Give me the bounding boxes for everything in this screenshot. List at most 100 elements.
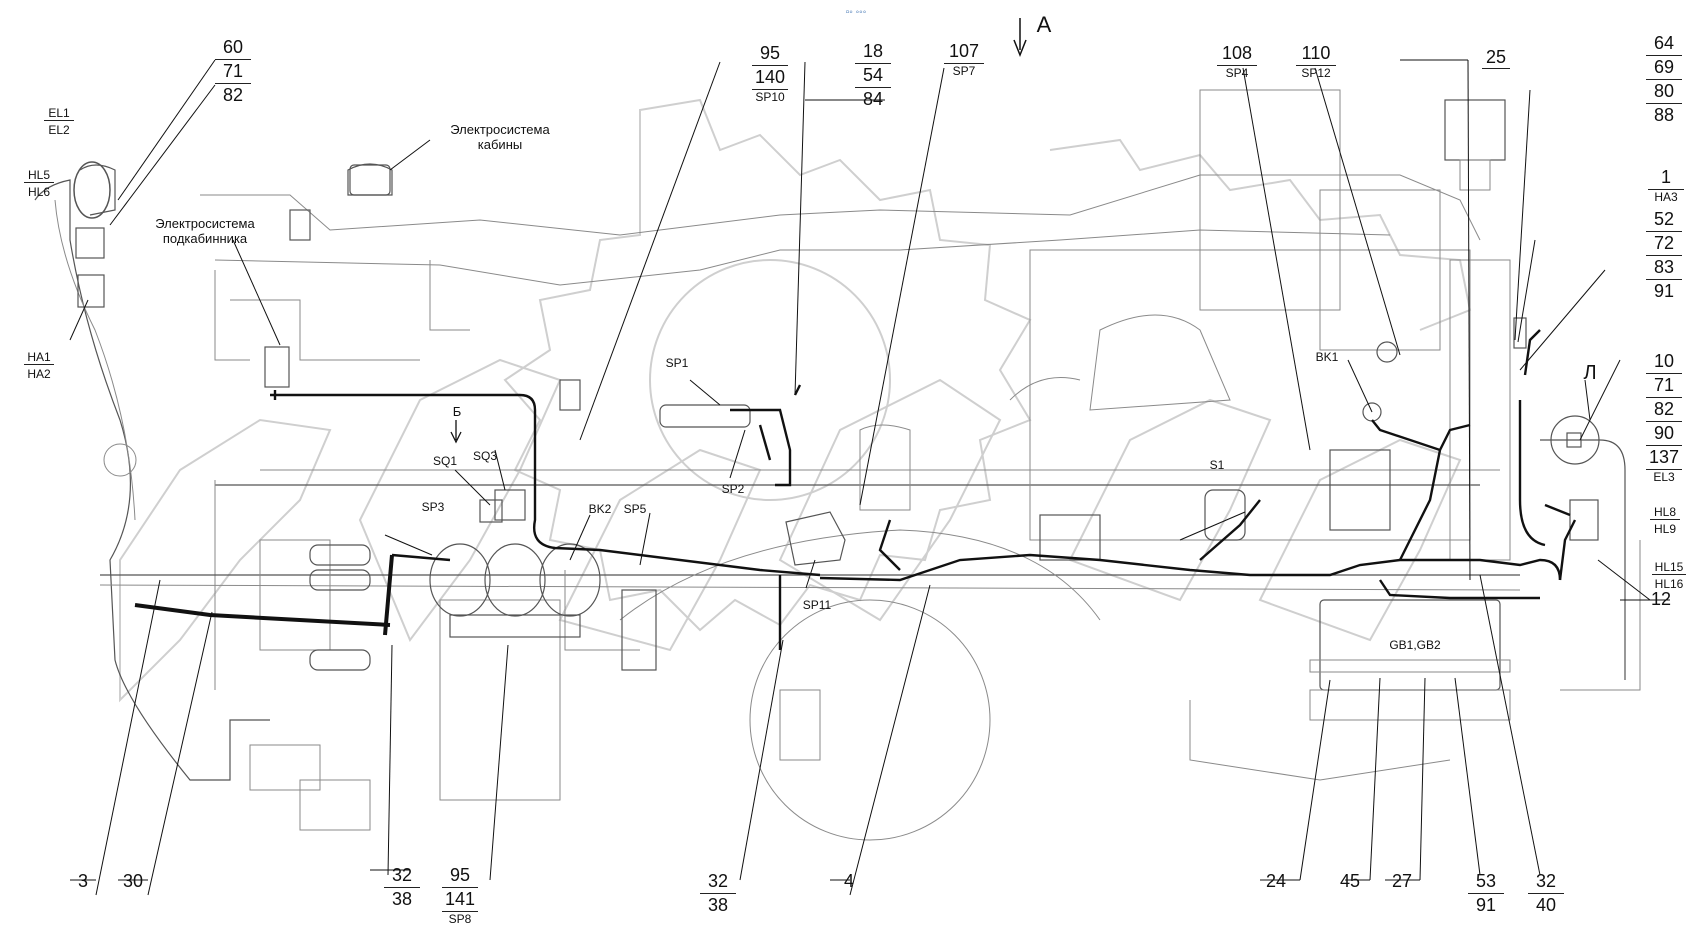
callout-95-bot-sub: SP8 <box>448 912 472 926</box>
callout-18-1: 18 <box>855 40 891 64</box>
wiring-harness <box>134 329 1577 650</box>
callout-18-2: 54 <box>855 64 891 88</box>
callout-32-c-2: 40 <box>1535 895 1557 915</box>
callout-10-4: 90 <box>1646 422 1682 446</box>
callout-60: 60 71 82 <box>215 36 251 107</box>
callout-107-sub: SP7 <box>952 64 976 78</box>
cab-system-line1: Электросистема <box>450 122 550 137</box>
callout-45: 45 <box>1339 871 1361 891</box>
callout-18-3: 84 <box>862 89 884 109</box>
label-ha1: HA1 <box>24 350 54 365</box>
callout-95-bot-1: 95 <box>442 864 478 888</box>
section-arrow <box>450 420 462 444</box>
detail-label: Л <box>1583 362 1597 384</box>
callout-53-1: 53 <box>1468 870 1504 894</box>
callout-64-2: 69 <box>1646 56 1682 80</box>
callout-32-b-2: 38 <box>707 895 729 915</box>
callout-25: 25 <box>1482 46 1510 69</box>
callout-1-num: 1 <box>1648 166 1684 190</box>
callout-30: 30 <box>122 871 144 891</box>
callout-95-top-sub: SP10 <box>755 90 785 104</box>
callout-52: 52 72 83 91 <box>1646 208 1682 303</box>
view-arrow-head <box>1013 39 1027 58</box>
callout-52-2: 72 <box>1646 232 1682 256</box>
callout-24: 24 <box>1265 871 1287 891</box>
components <box>73 161 1600 671</box>
subcab-system-line1: Электросистема <box>155 216 255 231</box>
label-sp3: SP3 <box>421 500 445 514</box>
callout-107: 107 SP7 <box>944 40 984 78</box>
callout-3: 3 <box>77 871 88 891</box>
callout-4: 4 <box>843 871 854 891</box>
callout-64-3: 80 <box>1646 80 1682 104</box>
callout-60-2: 71 <box>215 60 251 84</box>
label-sq1: SQ1 <box>432 454 457 468</box>
label-el1: EL1 <box>44 106 74 121</box>
callout-108: 108 SP4 <box>1217 42 1257 80</box>
callout-32-a-2: 38 <box>391 889 413 909</box>
callout-108-sub: SP4 <box>1225 66 1249 80</box>
callout-110: 110 SP12 <box>1296 42 1336 80</box>
callout-64-4: 88 <box>1653 105 1675 125</box>
label-hl16: HL16 <box>1654 577 1684 591</box>
cab-system-caption: Электросистема кабины <box>430 122 570 152</box>
callout-32-b-1: 32 <box>700 870 736 894</box>
callout-60-1: 60 <box>215 36 251 60</box>
label-hl9: HL9 <box>1653 522 1676 536</box>
callout-107-num: 107 <box>944 40 984 64</box>
callout-64: 64 69 80 88 <box>1646 32 1682 127</box>
label-bk1: BK1 <box>1315 350 1339 364</box>
top-marker: ▫◦ ◦◦◦ <box>845 7 867 18</box>
callout-10-1: 10 <box>1646 350 1682 374</box>
callout-1: 1 HA3 <box>1648 166 1684 204</box>
callout-110-sub: SP12 <box>1301 66 1331 80</box>
callout-10-3: 82 <box>1646 398 1682 422</box>
callout-95-top: 95 140 SP10 <box>752 42 788 104</box>
leader-lines <box>69 59 1670 896</box>
callout-95-top-2: 140 <box>752 66 788 90</box>
label-s1: S1 <box>1209 458 1225 472</box>
callout-95-bot-2: 141 <box>442 888 478 912</box>
label-sq3: SQ3 <box>472 449 497 463</box>
callout-64-1: 64 <box>1646 32 1682 56</box>
callout-32-b: 32 38 <box>700 870 736 917</box>
label-hl5: HL5 <box>24 168 54 183</box>
label-sp11: SP11 <box>802 598 832 612</box>
callout-52-4: 91 <box>1653 281 1675 301</box>
callout-32-a: 32 38 <box>384 864 420 911</box>
view-label: А <box>1036 12 1052 37</box>
callout-53-2: 91 <box>1475 895 1497 915</box>
callout-53: 53 91 <box>1468 870 1504 917</box>
callout-52-3: 83 <box>1646 256 1682 280</box>
label-sp5: SP5 <box>623 502 647 516</box>
callout-108-num: 108 <box>1217 42 1257 66</box>
label-ha2: HA2 <box>27 367 51 381</box>
callout-95-top-1: 95 <box>752 42 788 66</box>
callout-10-2: 71 <box>1646 374 1682 398</box>
subcab-system-line2: подкабинника <box>162 231 248 246</box>
callout-1-sub: HA3 <box>1654 190 1678 204</box>
callout-60-3: 82 <box>222 85 244 105</box>
callout-32-c: 32 40 <box>1528 870 1564 917</box>
callout-52-1: 52 <box>1646 208 1682 232</box>
section-label: Б <box>452 404 462 419</box>
callout-10-sub: EL3 <box>1653 470 1675 484</box>
label-sp2: SP2 <box>721 482 745 496</box>
label-hl6: HL6 <box>27 185 50 199</box>
callout-32-a-1: 32 <box>384 864 420 888</box>
label-el2: EL2 <box>48 123 70 137</box>
label-gb: GB1,GB2 <box>1389 638 1441 652</box>
cab-system-line2: кабины <box>477 137 523 152</box>
callout-10: 10 71 82 90 137 EL3 <box>1646 350 1682 484</box>
label-hl15: HL15 <box>1652 560 1686 575</box>
label-sp1: SP1 <box>665 356 689 370</box>
callout-18: 18 54 84 <box>855 40 891 111</box>
subcab-system-caption: Электросистема подкабинника <box>135 216 275 246</box>
label-bk2: BK2 <box>588 502 612 516</box>
callout-10-5: 137 <box>1646 446 1682 470</box>
callout-27: 27 <box>1391 871 1413 891</box>
callout-95-bot: 95 141 SP8 <box>442 864 478 926</box>
callout-32-c-1: 32 <box>1528 870 1564 894</box>
callout-110-num: 110 <box>1296 42 1336 66</box>
callout-12: 12 <box>1650 589 1672 609</box>
